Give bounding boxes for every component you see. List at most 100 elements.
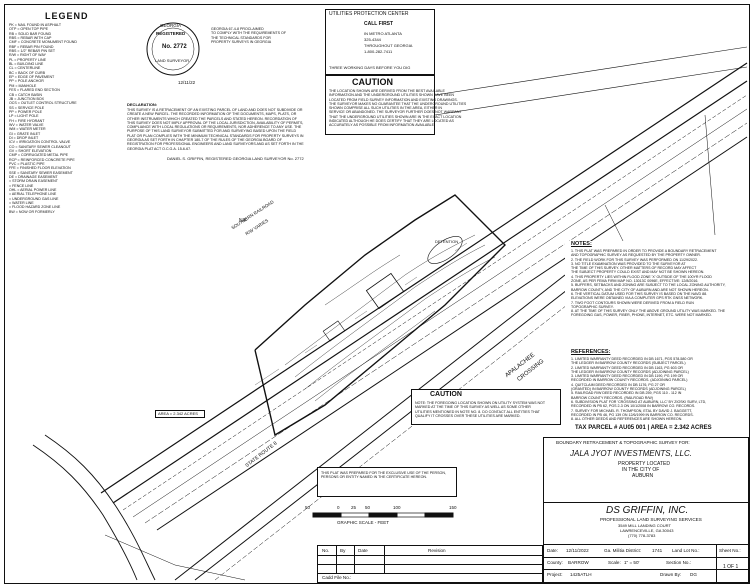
declaration-line: COMPLIANCE WITH LOCAL REGULATIONS OR REQ…: [127, 125, 302, 130]
seal-registered: REGISTERED: [156, 31, 186, 36]
legend-item: OTP = OPEN TOP PIPE: [9, 27, 48, 32]
upc-footer: THREE WORKING DAYS BEFORE YOU DIG: [329, 65, 411, 70]
nf-label: N/F: [239, 218, 248, 224]
reference-item: 8. ALL OTHER DEEDS AND REFERENCES ARE SH…: [571, 417, 683, 422]
caution-mid-line: UTILITIES MENTIONED IN NOTE NO. 8. DO CO…: [415, 409, 540, 414]
legend-item: BL = BUILDING LINE: [9, 62, 44, 67]
title-block: BOUNDARY RETRACEMENT & TOPOGRAPHIC SURVE…: [543, 437, 749, 503]
reference-item: 5. RAILROAD R/W DEED RECORDED IN DB 259,…: [571, 391, 682, 396]
declaration-line: PLAT OR PLAN COMPLIES WITH THE MINIMUM T…: [127, 133, 304, 138]
upc-subtitle: CALL FIRST: [364, 21, 394, 27]
reference-item: (GRANTED) IN BARROW COUNTY RECORDS (ADJO…: [571, 387, 686, 392]
legend-item: SSE = SANITARY SEWER EASEMENT: [9, 170, 73, 175]
caution-top-line: THAT THE UNDERGROUND UTILITIES SHOWN ARE…: [329, 114, 462, 119]
legend-item: GI = GRATE INLET: [9, 131, 41, 136]
note-item: FOREGOING GAS, POWER, FIBER, PHONE, INTE…: [571, 313, 712, 318]
reference-item: 2. LIMITED WARRANTY DEED RECORDED IN DB …: [571, 365, 683, 370]
scale-tick-label: 50: [365, 505, 371, 510]
certificate-line: THE TECHNICAL STANDARDS FOR: [211, 35, 271, 40]
legend-item: LP = LIGHT POLE: [9, 114, 39, 119]
upc-title: UTILITIES PROTECTION CENTER: [329, 11, 409, 17]
firm-name: DS GRIFFIN, INC.: [606, 505, 689, 516]
caution-top-box: CAUTION THE LOCATION SHOWN ARE DERIVED F…: [325, 75, 466, 135]
drawn-by-label: Drawn By:: [660, 572, 682, 577]
note-item: 2. THE FIELD WORK FOR THIS SURVEY WAS PE…: [571, 257, 698, 262]
caution-top-line: THE LOCATION SHOWN ARE DERIVED FROM THE …: [329, 89, 445, 93]
declaration-line: THIS SURVEY IS A RETRACEMENT OF AN EXIST…: [127, 108, 303, 112]
references-block: REFERENCES: 1. LIMITED WARRANTY DEED REC…: [565, 349, 745, 424]
caution-mid-box: CAUTION NOTE: THE FOREGOING LOCATION SHO…: [411, 389, 561, 425]
reference-item: RECORDED IN PB 46, PG 139 ON 12/6/1999 I…: [571, 412, 694, 417]
drawn-by-value: DG: [690, 572, 697, 577]
caution-mid-title: CAUTION: [430, 391, 462, 398]
legend-item: DE = DRAINAGE EASEMENT: [9, 175, 58, 180]
reference-item: 3. LIMITED WARRANTY DEED RECORDED IN DB …: [571, 374, 683, 379]
scale-tick-label: 0: [337, 505, 340, 510]
revision-header: Revision: [428, 548, 446, 553]
declaration-line: GEORGIA AS SET FORTH IN CHAPTER 180-7 OF…: [127, 138, 282, 143]
revision-date-header: Date: [358, 548, 368, 553]
caution-mid-line: MARKED AT THE TIME OF THIS SURVEY AS WEL…: [415, 405, 531, 410]
legend-item: = FENCE LINE: [9, 183, 34, 188]
legend-item: = FLOOD HAZARD ZONE LINE: [9, 205, 61, 210]
legend-item: PK = NAIL FOUND IN ASPHALT: [9, 23, 62, 27]
seal-date: 12/11/22: [178, 80, 196, 85]
sheet-value: 1 OF 1: [723, 564, 739, 570]
legend-item: = UNDERGROUND GAS LINE: [9, 196, 59, 201]
reference-item: 6. SUBDIVISION PLAT FOR 'CROSSING AT AUB…: [571, 399, 707, 404]
detention-label: DETENTION: [435, 239, 459, 244]
legend-item: RB = SOLID BAR FOUND: [9, 31, 52, 36]
legend-item: FFE = FINISHED FLOOR ELEVATION: [9, 166, 71, 171]
scale-value: 1" = 50': [624, 560, 640, 565]
caution-mid-line: QUALIFY IT CROSSES OVER THESE UTILITIES …: [415, 413, 521, 418]
note-item: THE TIME OF THIS SURVEY. OTHER MATTERS O…: [571, 266, 697, 271]
reference-item: THE LEDGER IN BARROW COUNTY RECORDS (ADJ…: [571, 369, 689, 374]
legend-item: PVC = PLASTIC PIPE: [9, 162, 45, 166]
scale-label: Scale:: [608, 560, 621, 565]
legend-item: CB = CATCH BASIN: [9, 92, 42, 97]
declaration-line: OTHER INSTRUMENTS WHICH CREATED THE PARC…: [127, 116, 297, 121]
notes-block: NOTES: 1. THIS PLAT WAS PREPARED IN ORDE…: [565, 241, 745, 341]
note-item: 5. BUFFERS, SETBACKS AND ZONING ARE SUBJ…: [571, 283, 726, 288]
upc-line2: THROUGHOUT GEORGIA: [364, 43, 413, 48]
county-value: BARROW: [568, 560, 589, 565]
seal-state: GEORGIA: [160, 23, 182, 28]
legend-item: BC = BACK OF CURB: [9, 70, 46, 75]
reference-item: 7. SURVEY FOR MICHAEL R. THOMPSON, ETAL …: [571, 408, 692, 413]
client-name: JALA JYOT INVESTMENTS, LLC.: [570, 449, 692, 458]
date-label: Date:: [547, 548, 558, 553]
note-item: 3. NO TITLE EXAMINATION WAS PROVIDED TO …: [571, 261, 686, 266]
declaration-line: REGISTRATION FOR PROFESSIONAL ENGINEERS …: [127, 142, 304, 147]
declaration-line: PURPOSE OF THIS LAND SURVEYOR SUBMITTED …: [127, 129, 297, 134]
upc-phone1: 325-4344: [364, 37, 381, 42]
reference-item: THE LEDGER IN BARROW COUNTY RECORDS (SUB…: [571, 361, 686, 366]
caution-mid-line: NOTE: THE FOREGOING LOCATION SHOWN ON UT…: [415, 401, 546, 405]
county-label: County:: [547, 560, 563, 565]
legend-item: = WATER LINE: [9, 201, 34, 206]
caution-top-text: THE LOCATION SHOWN ARE DERIVED FROM THE …: [329, 89, 466, 128]
legend-item: ICV = IRRIGATION CONTROL VALVE: [9, 140, 71, 145]
note-item: 7. TWO FOOT CONTOURS SHOWN WERE DERIVED …: [571, 300, 694, 305]
exclusive-use-note: THIS PLAT WAS PREPARED FOR THE EXCLUSIVE…: [321, 471, 446, 480]
legend-item: FES = FLARED END SECTION: [9, 88, 60, 93]
note-item: AND TOPOGRAPHIC SURVEY AS REQUESTED BY T…: [571, 253, 701, 258]
project-info-grid: Date: 12/11/2022 Ga. Militia District: 1…: [543, 545, 749, 583]
caution-top-line: SHOWN COMPRISE ALL SUCH UTILITIES IN THE…: [329, 106, 443, 111]
note-item: ELEVATIONS WERE OBTAINED VIA A COMPUTER …: [571, 296, 704, 301]
located-line2: IN THE CITY OF: [622, 467, 660, 473]
caution-top-line: INDICATED ALTHOUGH HE DOES CERTIFY THAT …: [329, 119, 454, 124]
legend-item: JB = JUNCTION BOX: [9, 96, 45, 101]
caution-top-title: CAUTION: [352, 77, 393, 87]
area-box-label: AREA = 2.342 ACRES: [158, 411, 198, 416]
legend-item: RBS = REBAR WITH CAP: [9, 36, 52, 41]
legend-item: WV = WATER VALVE: [9, 122, 44, 127]
legend-item: R/W = RIGHT OF WAY: [9, 53, 46, 58]
note-item: 1. THIS PLAT WAS PREPARED IN ORDER TO PR…: [571, 249, 717, 253]
caution-top-line: INFORMATION AND THE UNDERGROUND UTILITIE…: [329, 93, 454, 98]
declaration-line: CREATE A NEW PARCEL. THE RECORDED INFORM…: [127, 112, 297, 117]
legend-item: BW = NOW OR FORMERLY: [9, 209, 55, 214]
legend-title: LEGEND: [45, 11, 89, 21]
legend-item: RBF = REBAR PIN FOUND: [9, 44, 54, 49]
